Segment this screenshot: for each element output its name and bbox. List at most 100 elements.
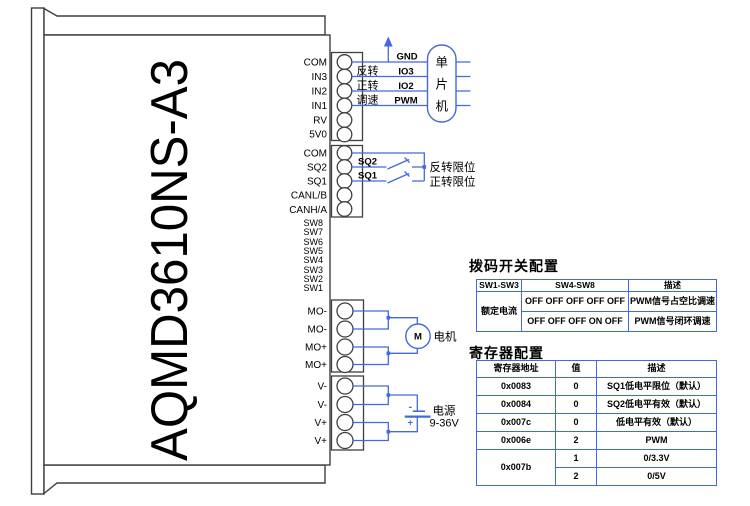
mcu-block (426, 44, 457, 123)
pin-label: IN2 (311, 87, 327, 98)
forward-wire-label: 正转 (357, 78, 379, 92)
reverse-limit-label: 反转限位 (430, 160, 476, 174)
io3-label: IO3 (398, 67, 413, 78)
table-cell: 2 (555, 431, 597, 450)
connector-block-power (330, 375, 365, 451)
pin-label: V+ (314, 418, 327, 429)
pin-label: SQ1 (307, 177, 327, 188)
mcu-char: 机 (435, 100, 448, 114)
column-header: 寄存器地址 (476, 360, 556, 378)
motor-m-label: M (414, 332, 422, 343)
pin-circle (336, 302, 354, 320)
table-cell: 0x006e (476, 431, 556, 450)
mcu-circuit: 单 片 机 GND IO3 IO2 PWM 反转 正转 调速 (351, 36, 471, 123)
dip-label: SW7 (303, 227, 323, 237)
pin-circle (336, 54, 353, 70)
table-cell: 0x0084 (476, 395, 556, 414)
pin-label: IN3 (311, 72, 327, 83)
battery-symbol: - + (404, 403, 431, 429)
io2-label: IO2 (398, 81, 413, 92)
motor-label: 电机 (434, 330, 457, 344)
device-outline: AQMD3610NS-A3 (30, 7, 331, 495)
connector-block-io (330, 51, 364, 143)
pin-circle (336, 431, 354, 450)
table-cell: OFF OFF OFF OFF OFF (521, 291, 629, 312)
dip-label: SW8 (303, 218, 323, 228)
table-cell: 0 (555, 377, 597, 396)
junction-dot (386, 315, 391, 320)
minus-sign: - (408, 403, 413, 413)
column-header: SW1-SW3 (476, 279, 522, 292)
mcu-char: 片 (435, 78, 448, 92)
pin-circle (336, 126, 353, 143)
sq2-label: SQ2 (358, 157, 377, 168)
pin-label: MO+ (305, 360, 327, 371)
pin-label: V- (318, 400, 327, 411)
table-cell: 2 (555, 467, 597, 486)
bottom-flange (43, 464, 326, 495)
table-row: 0x0084 0 SQ2低电平有效（默认） (476, 395, 717, 414)
power-wires (353, 385, 418, 442)
mcu-input-wires (351, 61, 428, 107)
table-cell: SQ2低电平有效（默认） (596, 395, 717, 414)
pin-label: MO- (308, 307, 327, 318)
mcu-output-stubs (456, 61, 471, 107)
motor-wires (353, 310, 418, 366)
table-cell: 0/5V (596, 467, 717, 486)
dip-label: SW2 (303, 274, 323, 284)
pin-label: IN1 (311, 101, 327, 112)
junction-dot (422, 165, 427, 169)
pin-circle (336, 83, 353, 99)
dip-label: SW1 (303, 283, 323, 293)
plus-sign: + (408, 419, 414, 429)
junction-dot (386, 429, 391, 434)
pin-circle (336, 377, 354, 395)
device-body (43, 34, 331, 466)
pin-label: RV (313, 116, 327, 127)
pin-label: 5V0 (309, 130, 327, 141)
connector-block-motor (330, 299, 365, 374)
dip-table-title: 拨码开关配置 (469, 258, 559, 274)
table-cell: 0 (555, 395, 597, 414)
pin-circle (336, 413, 354, 432)
pin-label: V+ (314, 436, 327, 447)
mcu-char: 单 (435, 56, 448, 70)
pin-label: V- (318, 382, 327, 393)
speed-wire-label: 调速 (357, 94, 379, 107)
table-cell: 1 (555, 449, 597, 468)
pin-labels: COM IN3 IN2 IN1 RV 5V0 COM SQ2 SQ1 CANL/… (289, 58, 327, 448)
column-header: 描述 (628, 279, 717, 292)
power-circuit: - + 电源 9-36V (353, 385, 460, 442)
pwm-label: PWM (394, 96, 417, 107)
sq1-label: SQ1 (358, 171, 378, 182)
pin-circle (336, 355, 354, 374)
table-cell: 额定电流 (476, 291, 522, 332)
column-header: 值 (555, 360, 597, 378)
pin-label: MO+ (305, 343, 327, 354)
limit-switch-circuit: SQ2 SQ1 反转限位 正转限位 (351, 152, 476, 189)
table-row: 0x007b 1 0/3.3V (476, 449, 717, 486)
pin-label: CANH/A (289, 205, 327, 216)
pin-label: SQ2 (307, 163, 327, 174)
reverse-wire-label: 反转 (357, 64, 379, 78)
device-model-label: AQMD3610NS-A3 (141, 59, 199, 461)
pin-label: MO- (308, 325, 327, 336)
pin-circle (336, 97, 353, 114)
column-header: 描述 (596, 360, 717, 378)
reg-table-title: 寄存器配置 (469, 345, 544, 361)
dip-config-table: SW1-SW3 SW4-SW8 描述 额定电流 OFF OFF OFF OFF … (476, 279, 717, 332)
pin-label: CANL/B (291, 191, 327, 202)
table-row: 0x0083 0 SQ1低电平限位（默认） (476, 377, 717, 396)
motor-symbol (405, 323, 431, 350)
forward-limit-label: 正转限位 (430, 175, 476, 189)
pin-circle (336, 159, 353, 175)
table-cell: 0/3.3V (596, 449, 717, 468)
table-cell: 低电平有效（默认） (596, 413, 717, 432)
pin-circle (336, 68, 353, 85)
table-cell: 0x0083 (476, 377, 556, 396)
table-cell: 0x007c (476, 413, 556, 432)
motor-circuit: M 电机 (353, 310, 457, 366)
pin-circle (336, 145, 353, 161)
pin-label: COM (304, 58, 327, 69)
